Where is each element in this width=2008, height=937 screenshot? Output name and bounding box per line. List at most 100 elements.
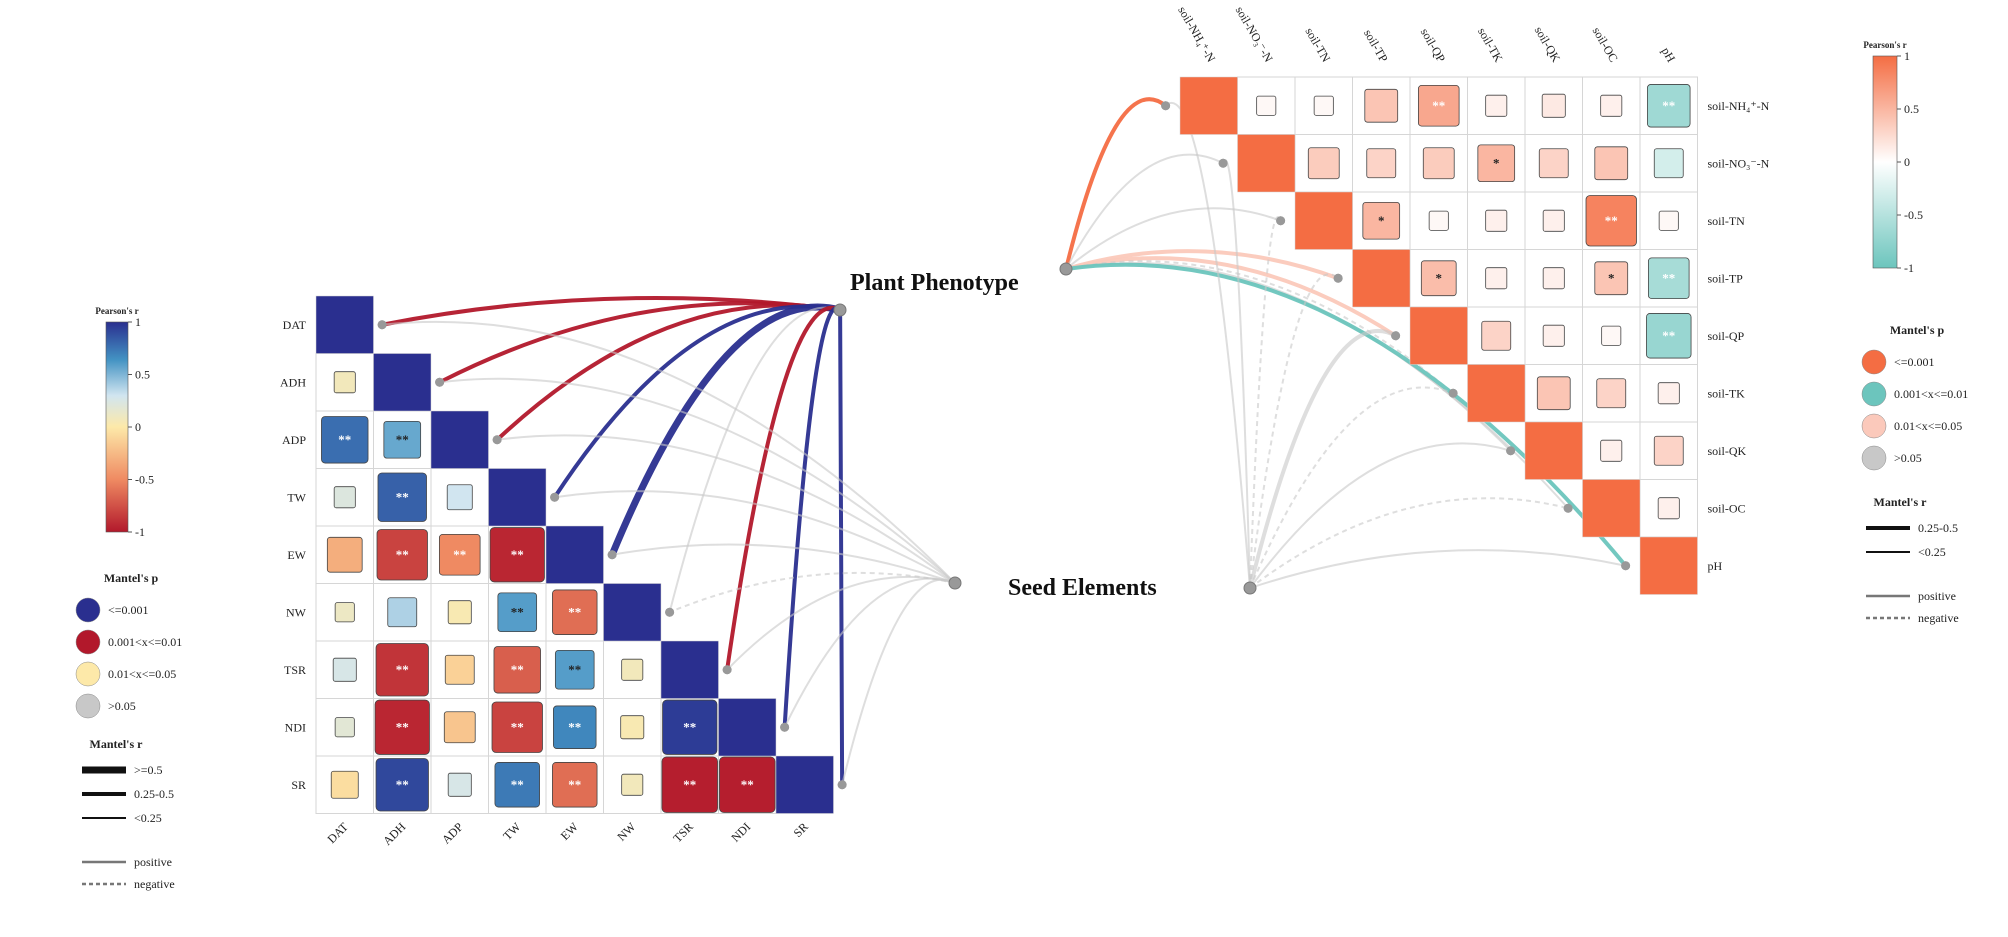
x-tick-label: ADH xyxy=(380,819,409,848)
legend-label: >0.05 xyxy=(108,699,136,713)
x-tick-label: soil-NH₄⁺-N xyxy=(1175,4,1218,65)
x-tick-label: soil-TN xyxy=(1302,25,1333,65)
diagonal-cell xyxy=(1237,134,1296,193)
mantel-link xyxy=(782,306,842,728)
correlation-square xyxy=(375,758,429,812)
link-endpoint xyxy=(1161,101,1171,111)
mantel-links-layer xyxy=(377,97,1631,790)
correlation-square xyxy=(552,762,598,808)
legend-label: positive xyxy=(1918,589,1956,603)
x-tick-label: TW xyxy=(500,819,524,843)
significance-label: * xyxy=(1436,270,1443,285)
significance-label: ** xyxy=(396,432,409,447)
correlation-square xyxy=(620,715,645,740)
significance-label: ** xyxy=(396,662,409,677)
mantel-link xyxy=(669,571,956,614)
x-tick-label: ADP xyxy=(439,819,466,846)
link-endpoint xyxy=(1563,503,1573,513)
soil-correlation-grid: ************** xyxy=(1179,76,1698,595)
correlation-square xyxy=(447,600,472,625)
heatmap-cell xyxy=(1639,421,1698,480)
legend-title: Mantel's p xyxy=(104,571,159,585)
significance-label: ** xyxy=(1605,213,1618,228)
mantel-link xyxy=(552,304,841,499)
colorbar-title: Pearson's r xyxy=(1863,40,1906,50)
mantel-link xyxy=(608,303,841,557)
correlation-square xyxy=(1653,148,1684,179)
hub-node xyxy=(1059,262,1073,276)
significance-label: ** xyxy=(568,777,581,792)
mantel-link xyxy=(382,321,956,584)
colorbar-tick-label: 0 xyxy=(135,420,141,434)
link-endpoint xyxy=(550,492,560,502)
correlation-square xyxy=(1366,148,1397,179)
plant-phenotype-title: Plant Phenotype xyxy=(850,270,1019,296)
legend-title: Mantel's p xyxy=(1890,323,1945,337)
significance-label: ** xyxy=(1432,98,1445,113)
colorbar-tick-label: 0 xyxy=(1904,155,1910,169)
legend-label: >=0.5 xyxy=(134,763,163,777)
mantel-link xyxy=(668,306,841,613)
significance-label: ** xyxy=(683,719,696,734)
legend-dot xyxy=(75,629,101,655)
anchor-nodes-layer xyxy=(833,262,1257,595)
correlation-square xyxy=(444,654,475,685)
colorbar xyxy=(1872,55,1898,269)
mantel-link xyxy=(1064,97,1167,270)
heatmap-cell xyxy=(1467,134,1526,193)
legend-label: 0.01<x<=0.05 xyxy=(1894,419,1962,433)
correlation-square xyxy=(377,472,427,522)
legend-label: 0.25-0.5 xyxy=(1918,521,1958,535)
legend-title: Mantel's r xyxy=(90,737,144,751)
correlation-square xyxy=(332,657,357,682)
correlation-square xyxy=(661,756,718,813)
colorbar-tick-label: -1 xyxy=(1904,261,1914,275)
significance-label: ** xyxy=(511,662,524,677)
correlation-square xyxy=(662,699,718,755)
x-tick-label: soil-QK xyxy=(1532,24,1564,65)
y-tick-label: TW xyxy=(287,490,306,504)
correlation-square xyxy=(1541,93,1566,118)
correlation-square xyxy=(1477,144,1516,183)
correlation-square xyxy=(387,597,418,628)
right-colorbar: Pearson's r10.50-0.5-1 xyxy=(1863,40,1923,275)
mantel-link xyxy=(783,577,956,728)
y-tick-label: soil-NO₃⁻-N xyxy=(1708,156,1770,170)
correlation-square xyxy=(553,705,597,749)
y-tick-label: EW xyxy=(287,548,306,562)
link-endpoint xyxy=(1391,331,1401,341)
mantel-link xyxy=(554,490,956,584)
correlation-square xyxy=(333,371,356,394)
significance-label: ** xyxy=(338,432,351,447)
correlation-square xyxy=(1657,382,1680,405)
y-tick-label: soil-TN xyxy=(1708,214,1746,228)
mantel-link xyxy=(1065,207,1281,270)
correlation-square xyxy=(374,699,430,755)
correlation-square xyxy=(1485,209,1508,232)
diagonal-cell xyxy=(1409,306,1468,365)
correlation-square xyxy=(1542,209,1565,232)
correlation-square xyxy=(1600,439,1623,462)
correlation-square xyxy=(494,762,540,808)
legend-label: >0.05 xyxy=(1894,451,1922,465)
mantel-link xyxy=(1249,549,1626,589)
significance-label: ** xyxy=(1662,328,1675,343)
correlation-square xyxy=(1481,320,1512,351)
diagonal-cell xyxy=(1582,479,1641,538)
diagonal-cell xyxy=(1294,191,1353,250)
x-tick-label: soil-OC xyxy=(1590,25,1621,65)
legend-label: 0.25-0.5 xyxy=(134,787,174,801)
significance-label: ** xyxy=(511,719,524,734)
legend-dot xyxy=(75,597,101,623)
correlation-square xyxy=(1657,497,1680,520)
legend-dot xyxy=(1861,381,1887,407)
right-p-legend: Mantel's p<=0.0010.001<x<=0.010.01<x<=0.… xyxy=(1861,323,1968,471)
x-tick-label: EW xyxy=(558,819,582,843)
phenotype-correlation-grid: **************************************** xyxy=(315,295,834,814)
correlation-square xyxy=(497,592,538,633)
legend-title: Mantel's r xyxy=(1874,495,1928,509)
correlation-square xyxy=(1536,376,1571,411)
legend-label: positive xyxy=(134,855,172,869)
significance-label: ** xyxy=(396,719,409,734)
significance-label: ** xyxy=(511,777,524,792)
